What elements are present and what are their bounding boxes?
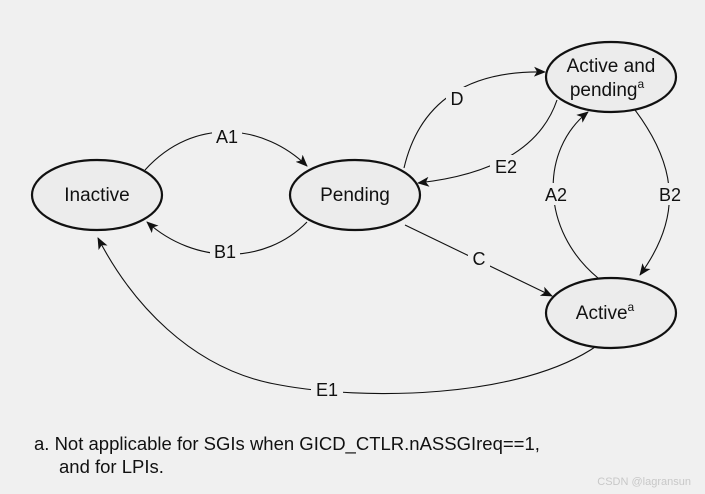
state-active-label: Active <box>576 303 628 324</box>
watermark: CSDN @lagransun <box>597 476 691 488</box>
edge-label-e2: E2 <box>495 157 517 177</box>
state-active-superscript: a <box>628 300 635 314</box>
state-pending-label: Pending <box>320 185 390 206</box>
footnote-line1: a. Not applicable for SGIs when GICD_CTL… <box>34 433 540 454</box>
state-active: Activea <box>544 276 678 350</box>
edge-label-b2: B2 <box>659 185 681 205</box>
svg-text:pendinga: pendinga <box>570 77 645 101</box>
state-active-and-pending-superscript: a <box>637 77 644 91</box>
state-inactive-label: Inactive <box>64 185 129 206</box>
edge-label-b1: B1 <box>214 242 236 262</box>
state-pending: Pending <box>288 158 422 232</box>
footnote: a. Not applicable for SGIs when GICD_CTL… <box>34 432 540 478</box>
state-active-and-pending-label-line2: pending <box>570 80 638 101</box>
edge-label-c: C <box>473 249 486 269</box>
svg-text:Activea: Activea <box>576 300 635 324</box>
state-active-and-pending-label-line1: Active and <box>567 56 656 77</box>
edge-label-e1: E1 <box>316 380 338 400</box>
edge-label-a1: A1 <box>216 127 238 147</box>
state-active-and-pending: Active and pendinga <box>544 40 678 114</box>
edge-label-a2: A2 <box>545 185 567 205</box>
edge-d <box>403 66 546 169</box>
edge-e2 <box>417 99 558 187</box>
edge-e1 <box>97 237 599 395</box>
state-inactive: Inactive <box>30 158 164 232</box>
edge-label-d: D <box>451 89 464 109</box>
footnote-line2: and for LPIs. <box>59 456 164 477</box>
